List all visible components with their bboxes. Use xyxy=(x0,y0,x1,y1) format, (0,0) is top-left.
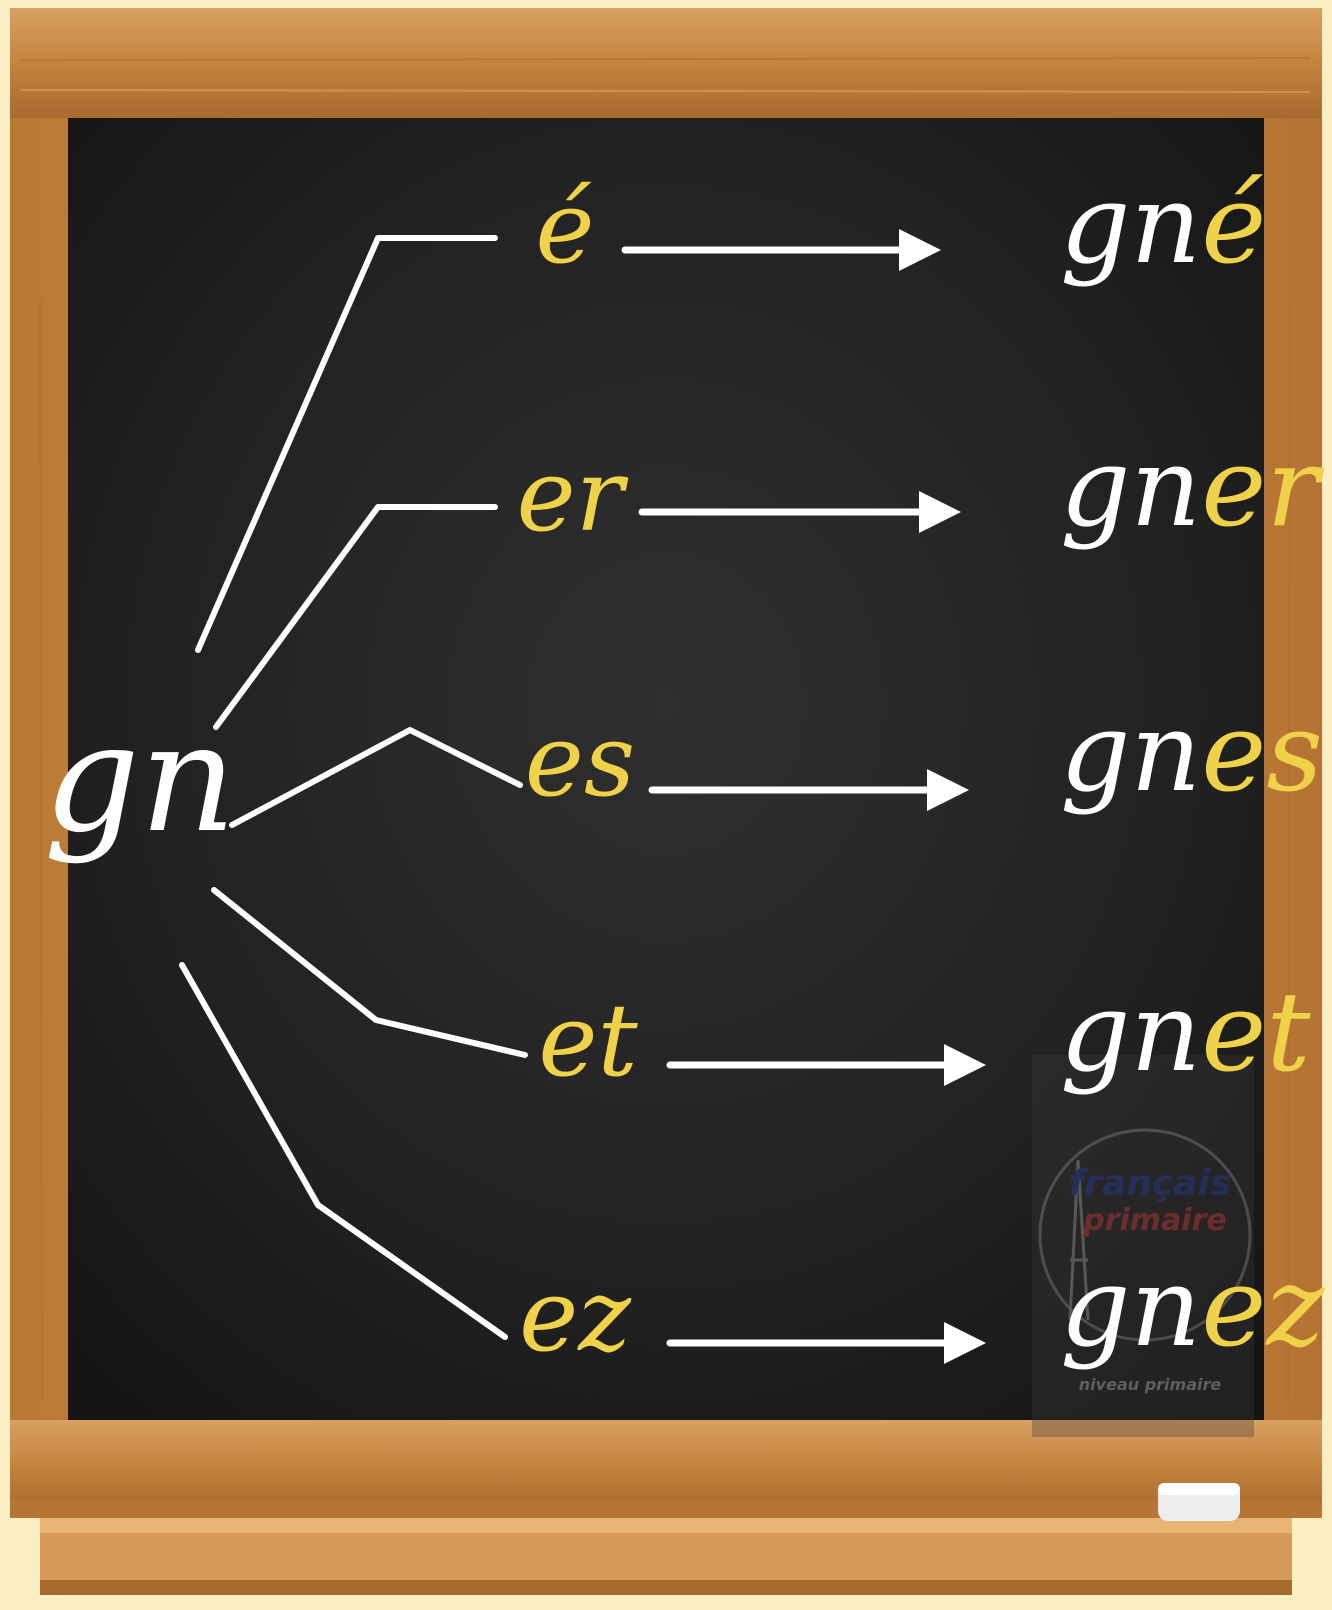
result-suffix-5: ez xyxy=(1201,1243,1325,1371)
result-word-4: gnet xyxy=(1060,968,1311,1096)
suffix-label-3: es xyxy=(525,702,636,819)
result-prefix-2: gn xyxy=(1060,423,1201,551)
result-word-2: gner xyxy=(1060,423,1325,551)
chalk-piece xyxy=(1158,1483,1240,1521)
suffix-label-2: er xyxy=(517,437,629,554)
result-prefix-5: gn xyxy=(1060,1243,1201,1371)
suffix-label-5: ez xyxy=(519,1257,632,1374)
watermark-line2: primaire xyxy=(1082,1203,1226,1238)
result-word-1: gné xyxy=(1060,160,1266,288)
stem-label: gn xyxy=(44,692,237,866)
arrow-column xyxy=(621,229,986,1364)
result-prefix-1: gn xyxy=(1060,160,1201,288)
result-prefix-3: gn xyxy=(1060,688,1201,816)
result-suffix-2: er xyxy=(1201,423,1325,551)
connector-branch-1 xyxy=(195,235,498,653)
suffix-label-4: et xyxy=(538,982,638,1099)
watermark-line1: français xyxy=(1069,1163,1232,1204)
slate-surface xyxy=(68,118,1264,1420)
connector-branch-5 xyxy=(179,962,508,1340)
result-column: gné gner gnes gnet gnez xyxy=(1060,160,1325,1371)
eiffel-tower-icon xyxy=(1068,1159,1090,1321)
watermark-logo: français primaire niveau primaire xyxy=(1032,1055,1254,1437)
branch-connectors xyxy=(179,235,528,1340)
result-suffix-3: es xyxy=(1201,688,1323,816)
result-suffix-1: é xyxy=(1201,160,1266,288)
connector-branch-3 xyxy=(229,727,523,828)
result-suffix-4: et xyxy=(1201,968,1311,1096)
chalk-ledge xyxy=(10,1500,1322,1595)
connector-branch-2 xyxy=(213,504,498,730)
suffix-column: é er es et ez xyxy=(517,169,639,1374)
watermark-line3: niveau primaire xyxy=(1079,1375,1222,1394)
result-word-5: gnez xyxy=(1060,1243,1325,1371)
result-word-3: gnes xyxy=(1060,688,1323,816)
result-prefix-4: gn xyxy=(1060,968,1201,1096)
suffix-label-1: é xyxy=(535,169,594,286)
connector-branch-4 xyxy=(211,887,528,1058)
